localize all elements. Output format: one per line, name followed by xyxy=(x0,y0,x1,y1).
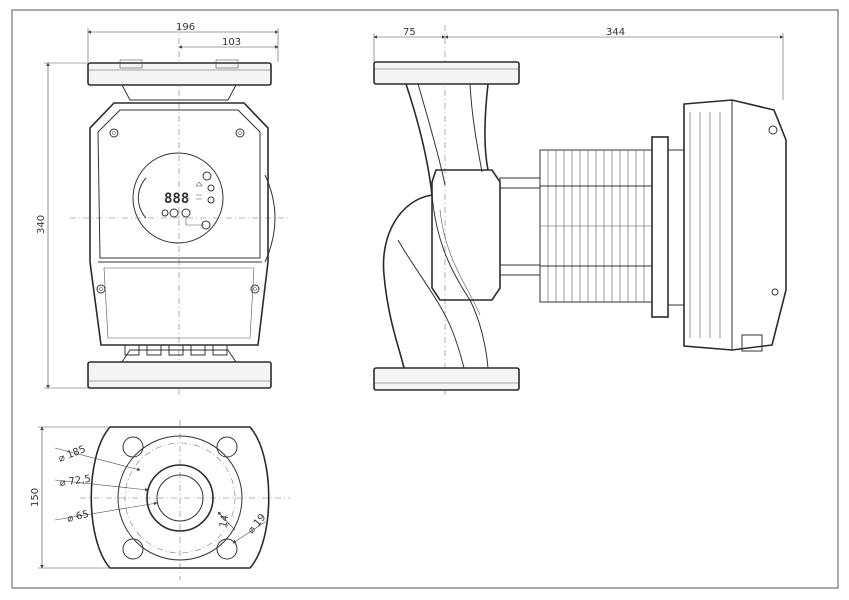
control-panel: 888 xyxy=(132,152,224,244)
cable-glands xyxy=(124,344,228,356)
dim-height: 340 xyxy=(36,215,47,234)
display-digits: 888 xyxy=(164,191,189,207)
dim-hole-diameter: ⌀ 72,5 xyxy=(59,474,92,489)
cooling-fins xyxy=(539,149,653,303)
dim-side-left: 75 xyxy=(403,27,416,38)
dim-slot-width: 14 xyxy=(218,514,231,528)
front-view: 888 196 103 340 xyxy=(36,22,290,395)
dim-side-length: 344 xyxy=(606,27,625,38)
dim-inner-diameter: ⌀ 65 xyxy=(66,509,90,525)
dim-half-width: 103 xyxy=(222,37,241,48)
side-view: 75 344 xyxy=(373,25,787,395)
dim-front-width: 196 xyxy=(176,22,195,33)
dim-bolt-circle: ⌀ 185 xyxy=(57,444,87,465)
drawing-frame xyxy=(11,9,839,589)
flange-view: ⌀ 185 ⌀ 72,5 ⌀ 65 14 ⌀ 19 150 xyxy=(30,420,290,580)
dim-flange-height: 150 xyxy=(30,488,41,507)
